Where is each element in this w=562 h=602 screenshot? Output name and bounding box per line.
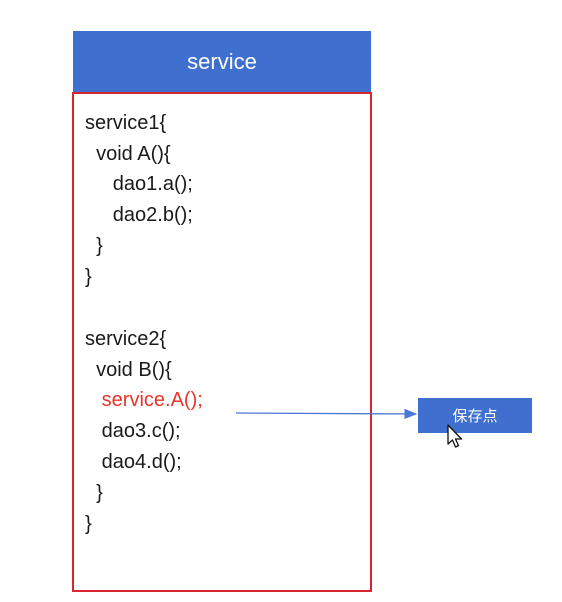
code-line: dao3.c(); xyxy=(85,420,181,442)
code-line: } xyxy=(85,513,92,535)
code-line: } xyxy=(85,235,103,257)
savepoint-label: 保存点 xyxy=(452,407,498,425)
code-line: service1{ xyxy=(85,112,167,134)
code-line: void B(){ xyxy=(85,359,172,381)
code-line: void A(){ xyxy=(85,143,171,165)
code-listing: service1{ void A(){ dao1.a(); dao2.b(); … xyxy=(74,94,370,590)
code-line: } xyxy=(85,266,92,288)
code-line: service2{ xyxy=(85,328,167,350)
code-line-highlighted: service.A(); xyxy=(85,389,203,411)
code-line: dao2.b(); xyxy=(85,204,193,226)
code-line: dao1.a(); xyxy=(85,173,193,195)
code-line: dao4.d(); xyxy=(85,451,182,473)
code-line: } xyxy=(85,482,103,504)
service-title: service xyxy=(187,48,257,74)
mouse-pointer-icon xyxy=(447,424,463,448)
savepoint-box: 保存点 xyxy=(418,398,532,433)
service-code-box: service1{ void A(){ dao1.a(); dao2.b(); … xyxy=(72,92,372,592)
service-header: service xyxy=(73,31,371,92)
